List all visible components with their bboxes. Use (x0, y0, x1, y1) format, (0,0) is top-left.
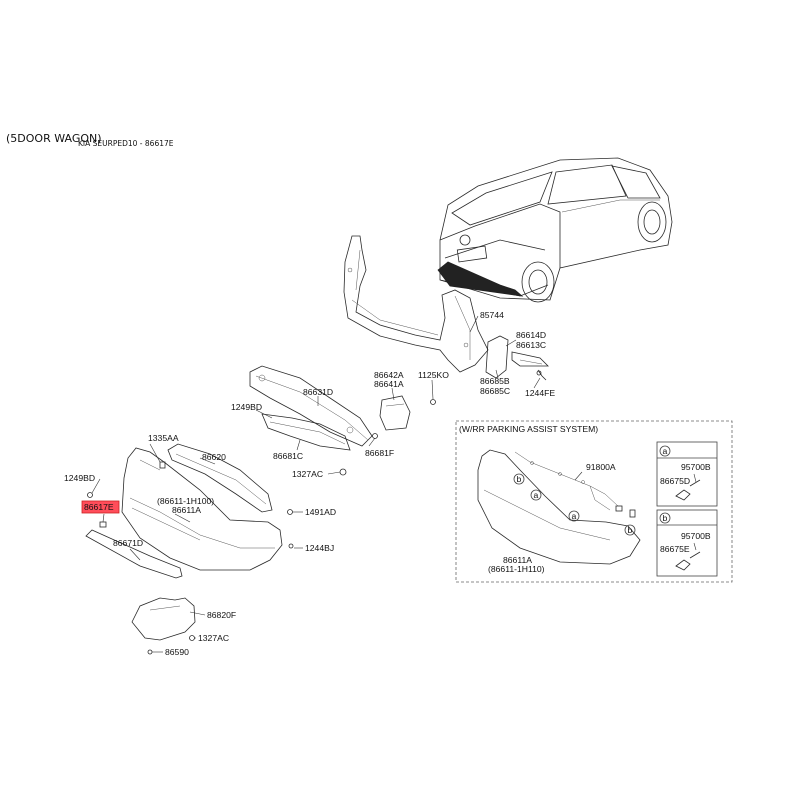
callout-85744: 85744 (480, 310, 504, 320)
bumper-bracket (167, 443, 273, 513)
callout-86685B: 86685B (480, 376, 510, 386)
callout-95700B-a: 95700B (681, 462, 711, 472)
reference-label: KIA SEURPED10 - 86617E (78, 139, 174, 148)
callout-86611-1H100: (86611-1H100) (157, 496, 214, 506)
callout-1244FE: 1244FE (525, 388, 555, 398)
callout-86641A: 86641A (374, 379, 404, 389)
callout-labels: 85744 86614D 86613C 86685B 86685C 1244FE… (64, 310, 555, 657)
marker-b-1: b (517, 474, 522, 484)
subbox-b (656, 509, 718, 577)
rear-bumper-cover (121, 447, 283, 571)
callout-86611A-inset: 86611A (503, 555, 532, 565)
highlight-86617E (81, 500, 120, 514)
callout-95700B-b: 95700B (681, 531, 711, 541)
inset-frame (455, 420, 733, 583)
callout-1249BD-upper: 1249BD (231, 402, 262, 412)
vehicle-illustration (437, 157, 673, 303)
subbox-a-marker: a (663, 446, 668, 456)
callout-1335AA: 1335AA (148, 433, 179, 443)
callout-86681C: 86681C (273, 451, 303, 461)
callout-1327AC-lower: 1327AC (198, 633, 229, 643)
marker-a-1: a (534, 490, 539, 500)
subbox-a (656, 441, 718, 507)
callout-86617E: 86617E (84, 502, 114, 512)
marker-a-2: a (572, 511, 577, 521)
marker-b-2: b (628, 525, 633, 535)
callout-1327AC-upper: 1327AC (292, 469, 323, 479)
callout-1125KO: 1125KO (418, 370, 449, 380)
back-panel (343, 235, 489, 373)
callout-86675E: 86675E (660, 544, 690, 554)
energy-absorber (261, 413, 351, 451)
inset-title: (W/RR PARKING ASSIST SYSTEM) (459, 424, 598, 434)
back-beam (249, 365, 373, 447)
callout-86681F: 86681F (365, 448, 394, 458)
callout-1249BD-lower: 1249BD (64, 473, 95, 483)
side-brackets (485, 335, 549, 381)
callout-91800A: 91800A (586, 462, 616, 472)
callout-1244BJ: 1244BJ (305, 543, 334, 553)
callout-86642A: 86642A (374, 370, 404, 380)
variant-label: (5DOOR WAGON) (6, 132, 102, 145)
callout-86820F: 86820F (207, 610, 236, 620)
callout-86613C: 86613C (516, 340, 546, 350)
under-cover (131, 597, 196, 641)
callout-86675D: 86675D (660, 476, 690, 486)
callout-86611A: 86611A (172, 505, 201, 515)
callout-86614D: 86614D (516, 330, 546, 340)
callout-86620: 86620 (202, 452, 226, 462)
callout-86631D: 86631D (303, 387, 333, 397)
stay-bracket (379, 395, 411, 431)
callout-1491AD: 1491AD (305, 507, 336, 517)
callout-86671D: 86671D (113, 538, 143, 548)
callout-86611-1H110: (86611-1H110) (488, 564, 545, 574)
leader-lines (91, 315, 541, 653)
callout-86590: 86590 (165, 647, 189, 657)
parking-assist-inset: (W/RR PARKING ASSIST SYSTEM) b a a b 918… (455, 420, 733, 583)
bumper-strip (85, 529, 183, 579)
subbox-b-marker: b (663, 513, 668, 523)
callout-86685C: 86685C (480, 386, 510, 396)
